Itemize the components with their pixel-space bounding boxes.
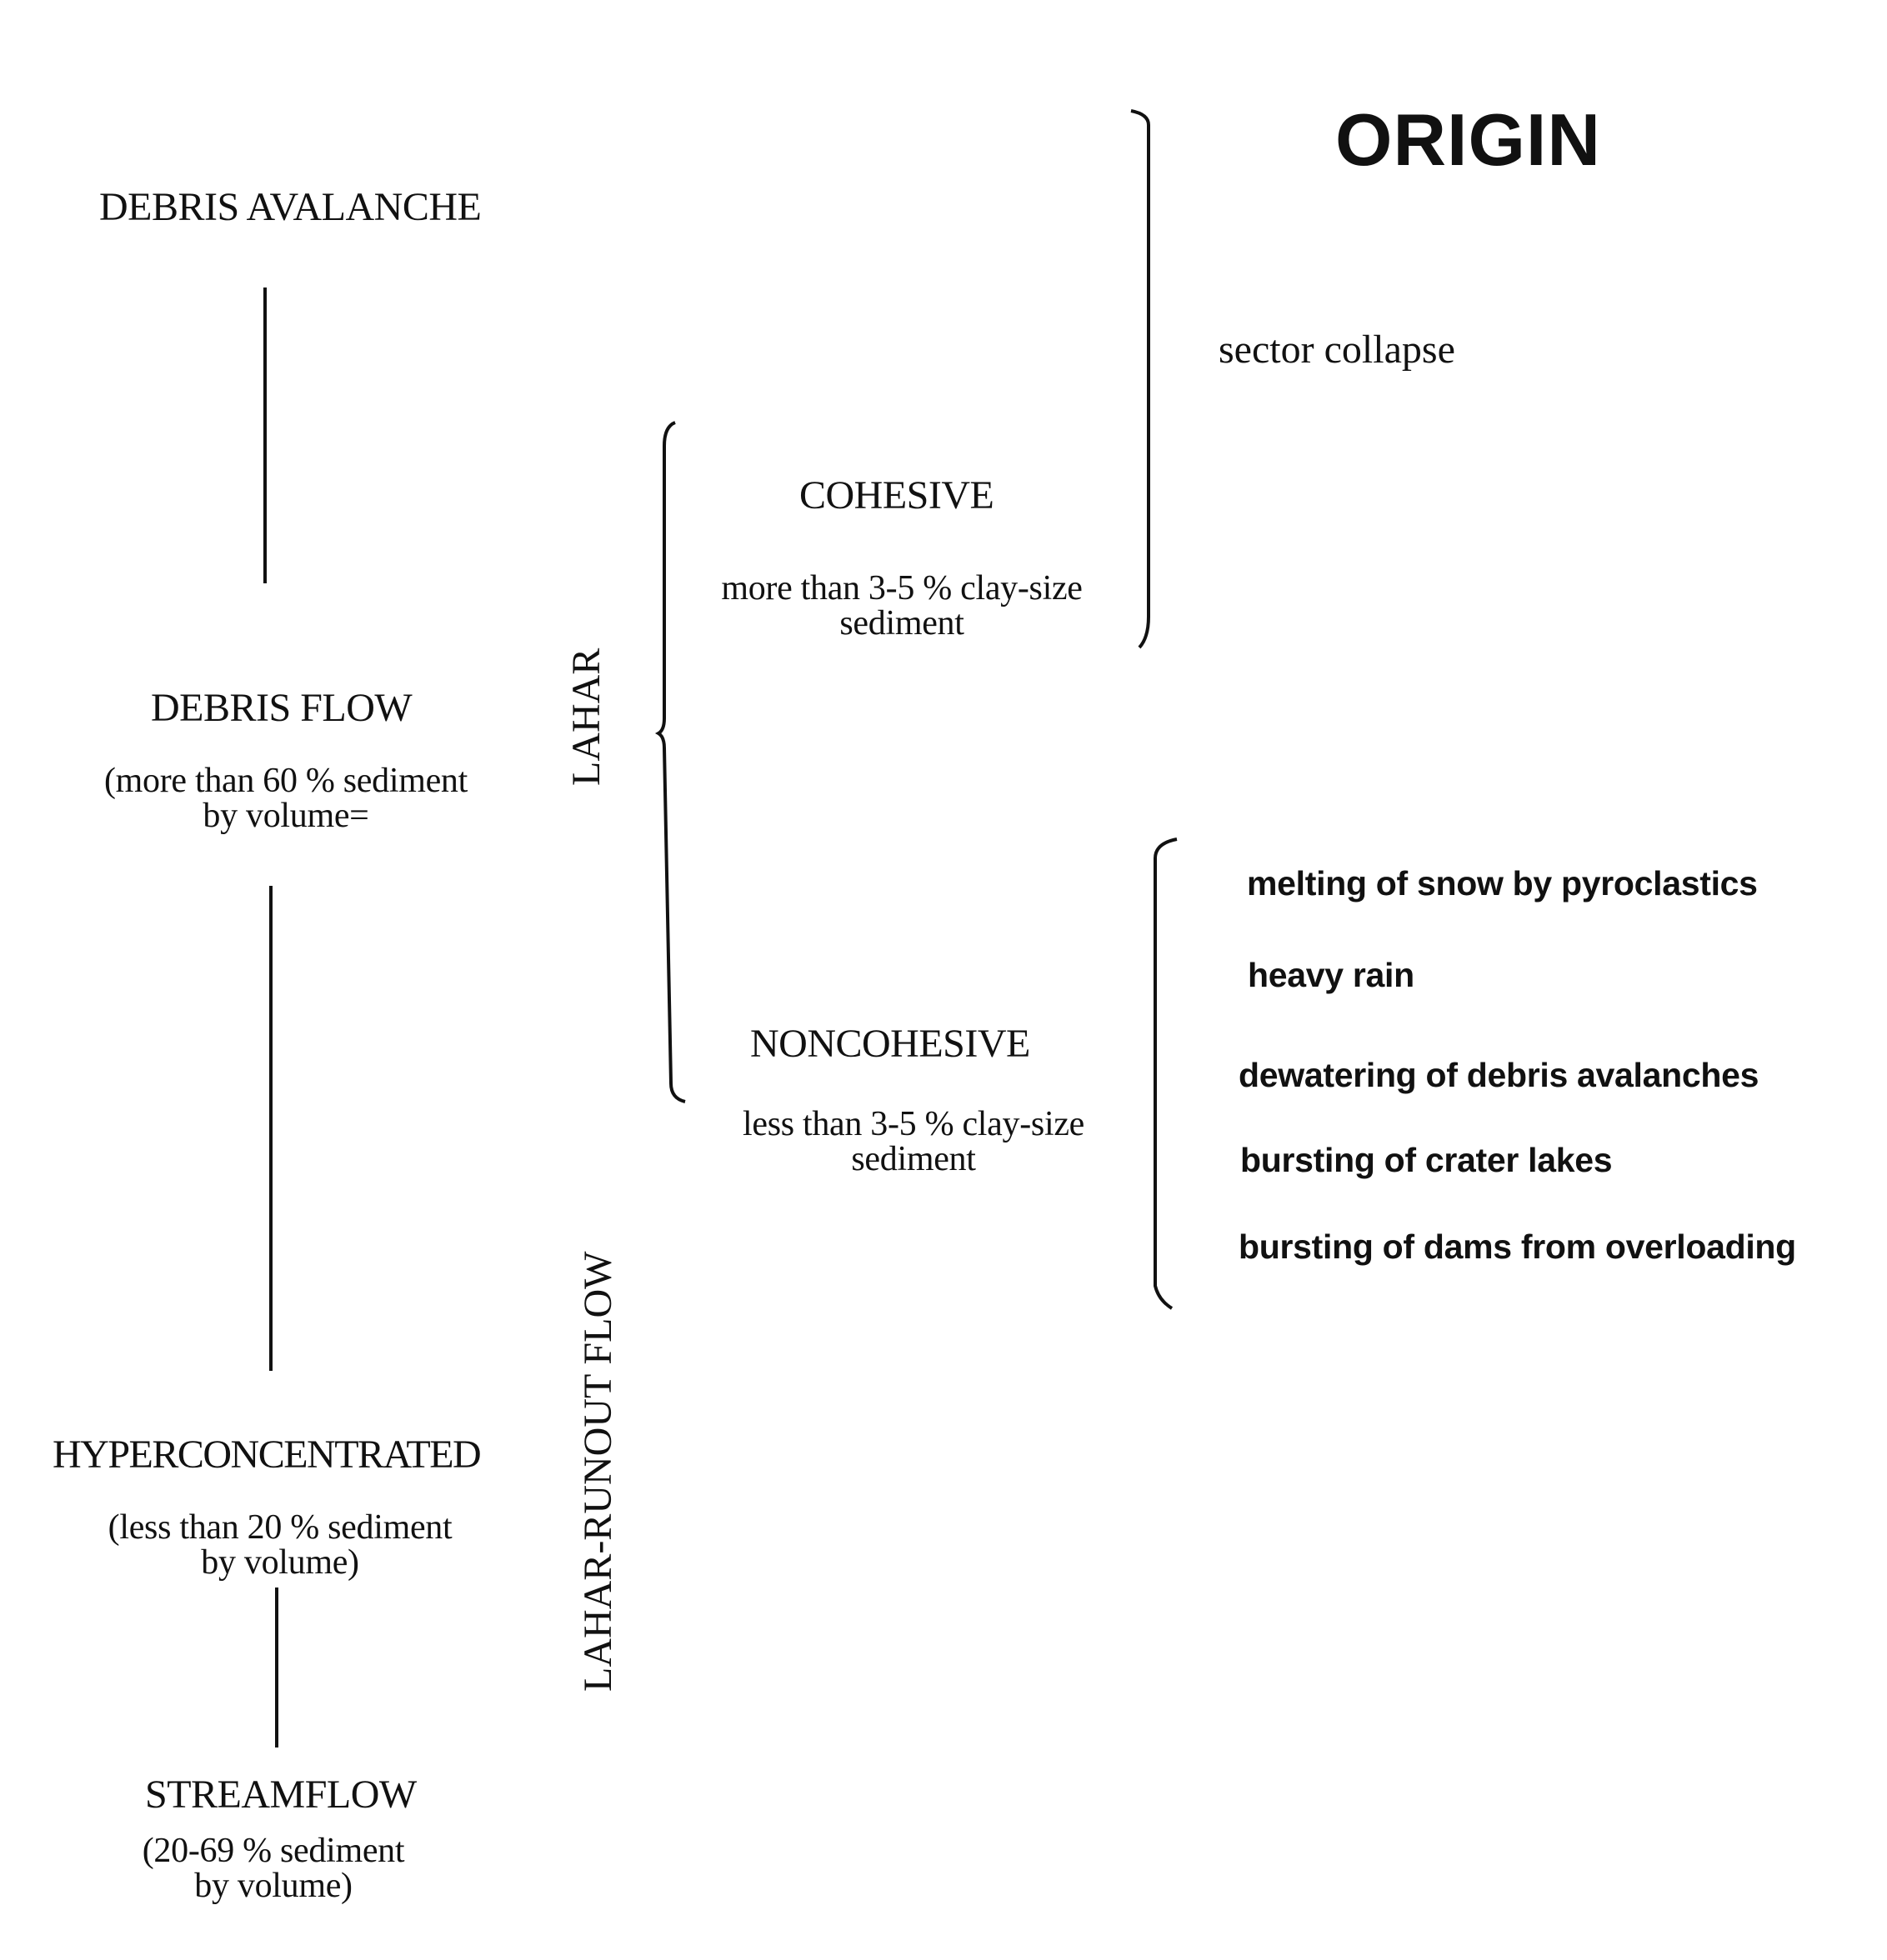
debris-flow-label: DEBRIS FLOW: [151, 686, 413, 730]
noncohesive-note: less than 3-5 % clay-size sediment: [697, 1107, 1130, 1177]
lahar-runout-flow-label: LAHAR-RUNOUT FLOW: [576, 1251, 620, 1692]
debris-avalanche-label: DEBRIS AVALANCHE: [99, 185, 482, 229]
origin-melting-of-snow: melting of snow by pyroclastics: [1247, 864, 1758, 902]
noncohesive-origin-bracket: [1154, 838, 1178, 1310]
lahar-label: LAHAR: [564, 648, 608, 786]
origin-dewatering: dewatering of debris avalanches: [1239, 1056, 1759, 1094]
debris-flow-note-line1: (more than 60 % sediment: [103, 762, 468, 800]
cohesive-note-line2: sediment: [839, 604, 964, 642]
noncohesive-note-line1: less than 3-5 % clay-size: [742, 1105, 1085, 1143]
streamflow-note-line1: (20-69 % sediment: [142, 1832, 405, 1870]
origin-bursting-dams: bursting of dams from overloading: [1239, 1228, 1796, 1266]
hyperconcentrated-note-line1: (less than 20 % sediment: [108, 1508, 453, 1547]
debris-flow-note-line2: by volume=: [203, 797, 369, 835]
debris-flow-note: (more than 60 % sediment by volume=: [73, 763, 498, 833]
cohesive-label: COHESIVE: [799, 473, 994, 518]
cohesive-origin-bracket: [1130, 109, 1150, 649]
origin-title: ORIGIN: [1335, 98, 1601, 181]
origin-bursting-crater-lakes: bursting of crater lakes: [1240, 1141, 1613, 1179]
hyperconcentrated-label: HYPERCONCENTRATED: [53, 1432, 482, 1477]
noncohesive-label: NONCOHESIVE: [750, 1022, 1030, 1066]
origin-sector-collapse: sector collapse: [1219, 328, 1455, 372]
streamflow-label: STREAMFLOW: [145, 1772, 417, 1817]
lahar-bracket: [654, 421, 686, 1103]
origin-heavy-rain: heavy rain: [1248, 956, 1414, 994]
cohesive-note: more than 3-5 % clay-size sediment: [685, 571, 1119, 641]
cohesive-note-line1: more than 3-5 % clay-size: [721, 569, 1083, 608]
streamflow-note-line2: by volume): [194, 1867, 353, 1905]
hyperconcentrated-note: (less than 20 % sediment by volume): [72, 1510, 488, 1580]
hyperconcentrated-note-line2: by volume): [201, 1543, 359, 1582]
streamflow-note: (20-69 % sediment by volume): [115, 1833, 432, 1903]
noncohesive-note-line2: sediment: [851, 1140, 976, 1178]
